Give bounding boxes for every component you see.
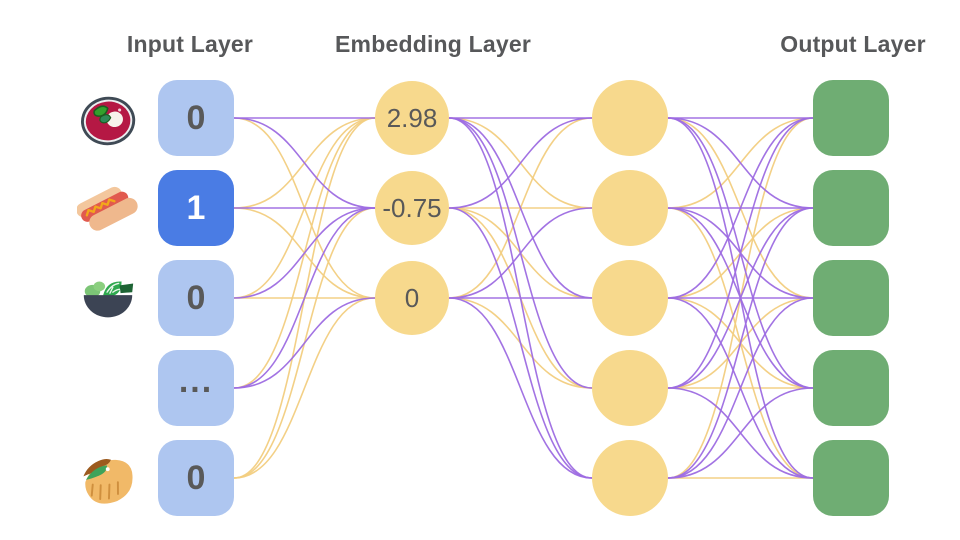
hidden-node-2: [592, 170, 668, 246]
borscht-soup-icon: [77, 89, 139, 151]
output-node-3: [813, 260, 889, 336]
embedding-node-2: -0.75: [375, 171, 449, 245]
input-node-borscht: 0: [158, 80, 234, 156]
input-node-hot-dog: 1: [158, 170, 234, 246]
hot-dog-icon: [77, 179, 139, 241]
output-node-2: [813, 170, 889, 246]
input-layer-title: Input Layer: [126, 31, 254, 57]
input-node-value: 0: [186, 98, 206, 137]
input-node-value: ...: [178, 361, 214, 400]
hidden-node-4: [592, 350, 668, 426]
hidden-node-3: [592, 260, 668, 336]
hidden-node-5: [592, 440, 668, 516]
salad-icon: [77, 267, 139, 329]
embedding-node-value: -0.75: [382, 192, 442, 223]
input-node-value: 0: [186, 458, 206, 497]
input-node-value: 0: [186, 278, 206, 317]
output-layer-title: Output Layer: [780, 31, 926, 57]
embedding-node-3: 0: [375, 261, 449, 335]
embedding-node-value: 2.98: [386, 102, 438, 133]
input-node-value: 1: [186, 188, 206, 227]
hidden-node-1: [592, 80, 668, 156]
input-node-ellipsis: ...: [158, 350, 234, 426]
output-node-4: [813, 350, 889, 426]
pita-icon: [77, 449, 139, 511]
input-node-salad: 0: [158, 260, 234, 336]
input-node-pita: 0: [158, 440, 234, 516]
output-node-5: [813, 440, 889, 516]
embedding-node-1: 2.98: [375, 81, 449, 155]
embedding-layer-title: Embedding Layer: [335, 31, 531, 57]
embedding-node-value: 0: [404, 282, 420, 313]
output-node-1: [813, 80, 889, 156]
